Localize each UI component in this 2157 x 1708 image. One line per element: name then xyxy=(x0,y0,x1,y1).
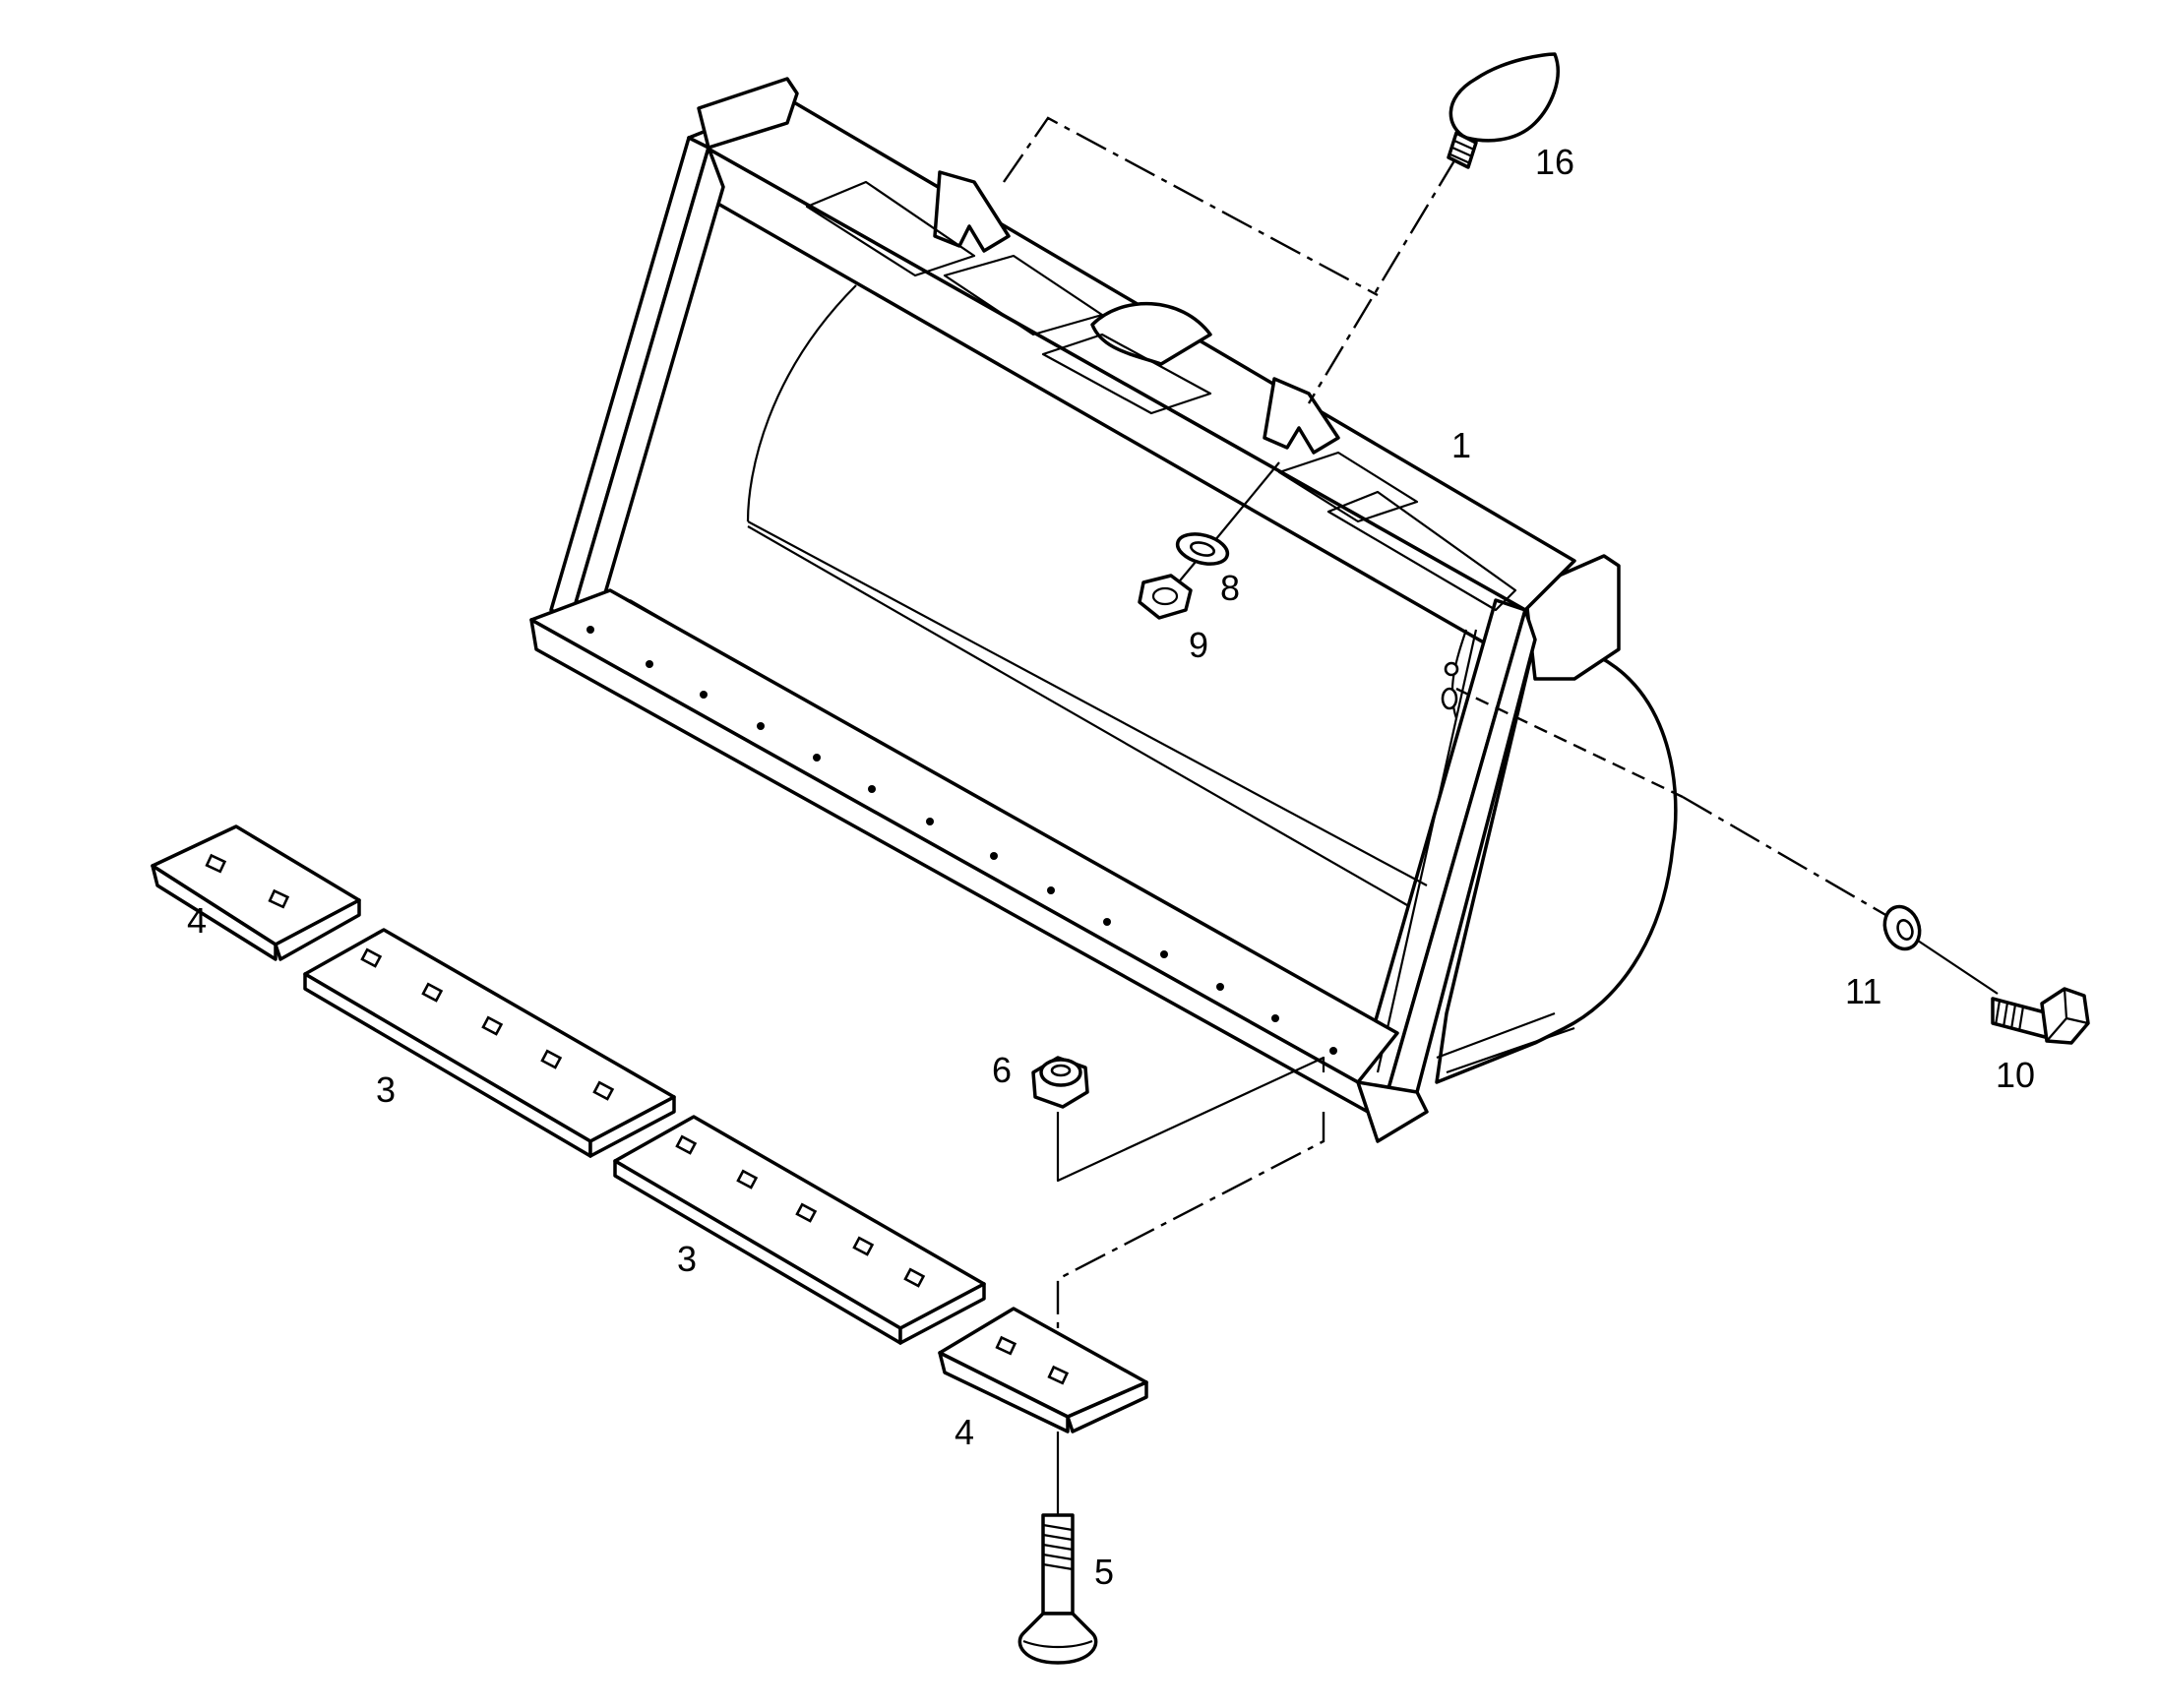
callout-1: 1 xyxy=(1451,425,1471,465)
part-9-nut xyxy=(1138,574,1193,620)
edge-bolt-holes xyxy=(586,626,1337,1055)
callout-5: 5 xyxy=(1094,1552,1114,1592)
part-10-bolt xyxy=(1991,987,2090,1045)
part-3-cutting-edge-upper xyxy=(303,928,676,1158)
hook-bracket-right xyxy=(1263,377,1340,455)
callout-labels: 1 3 3 4 4 5 6 8 9 10 11 16 xyxy=(187,142,2035,1592)
callout-10: 10 xyxy=(1996,1055,2035,1095)
part-3-cutting-edge-lower xyxy=(613,1115,986,1345)
callout-6: 6 xyxy=(992,1050,1012,1090)
part-16-point xyxy=(1447,52,1560,169)
part-11-washer xyxy=(1882,904,1922,951)
part-8-washer xyxy=(1175,532,1230,566)
callout-3-upper: 3 xyxy=(376,1069,396,1110)
callout-4-left: 4 xyxy=(187,900,207,941)
part-6-nut xyxy=(1031,1056,1089,1109)
callout-9: 9 xyxy=(1189,625,1208,665)
part-4-end-bit-left xyxy=(151,824,361,961)
callout-11: 11 xyxy=(1845,971,1881,1011)
bucket-assembly xyxy=(529,77,1678,1143)
callout-4-right: 4 xyxy=(955,1412,974,1452)
callout-3-lower: 3 xyxy=(677,1239,697,1279)
callout-8: 8 xyxy=(1220,568,1240,608)
hook-bracket-left xyxy=(933,170,1011,253)
part-5-plow-bolt xyxy=(1017,1513,1098,1665)
part-4-end-bit-right xyxy=(938,1307,1148,1434)
callout-16: 16 xyxy=(1535,142,1574,182)
